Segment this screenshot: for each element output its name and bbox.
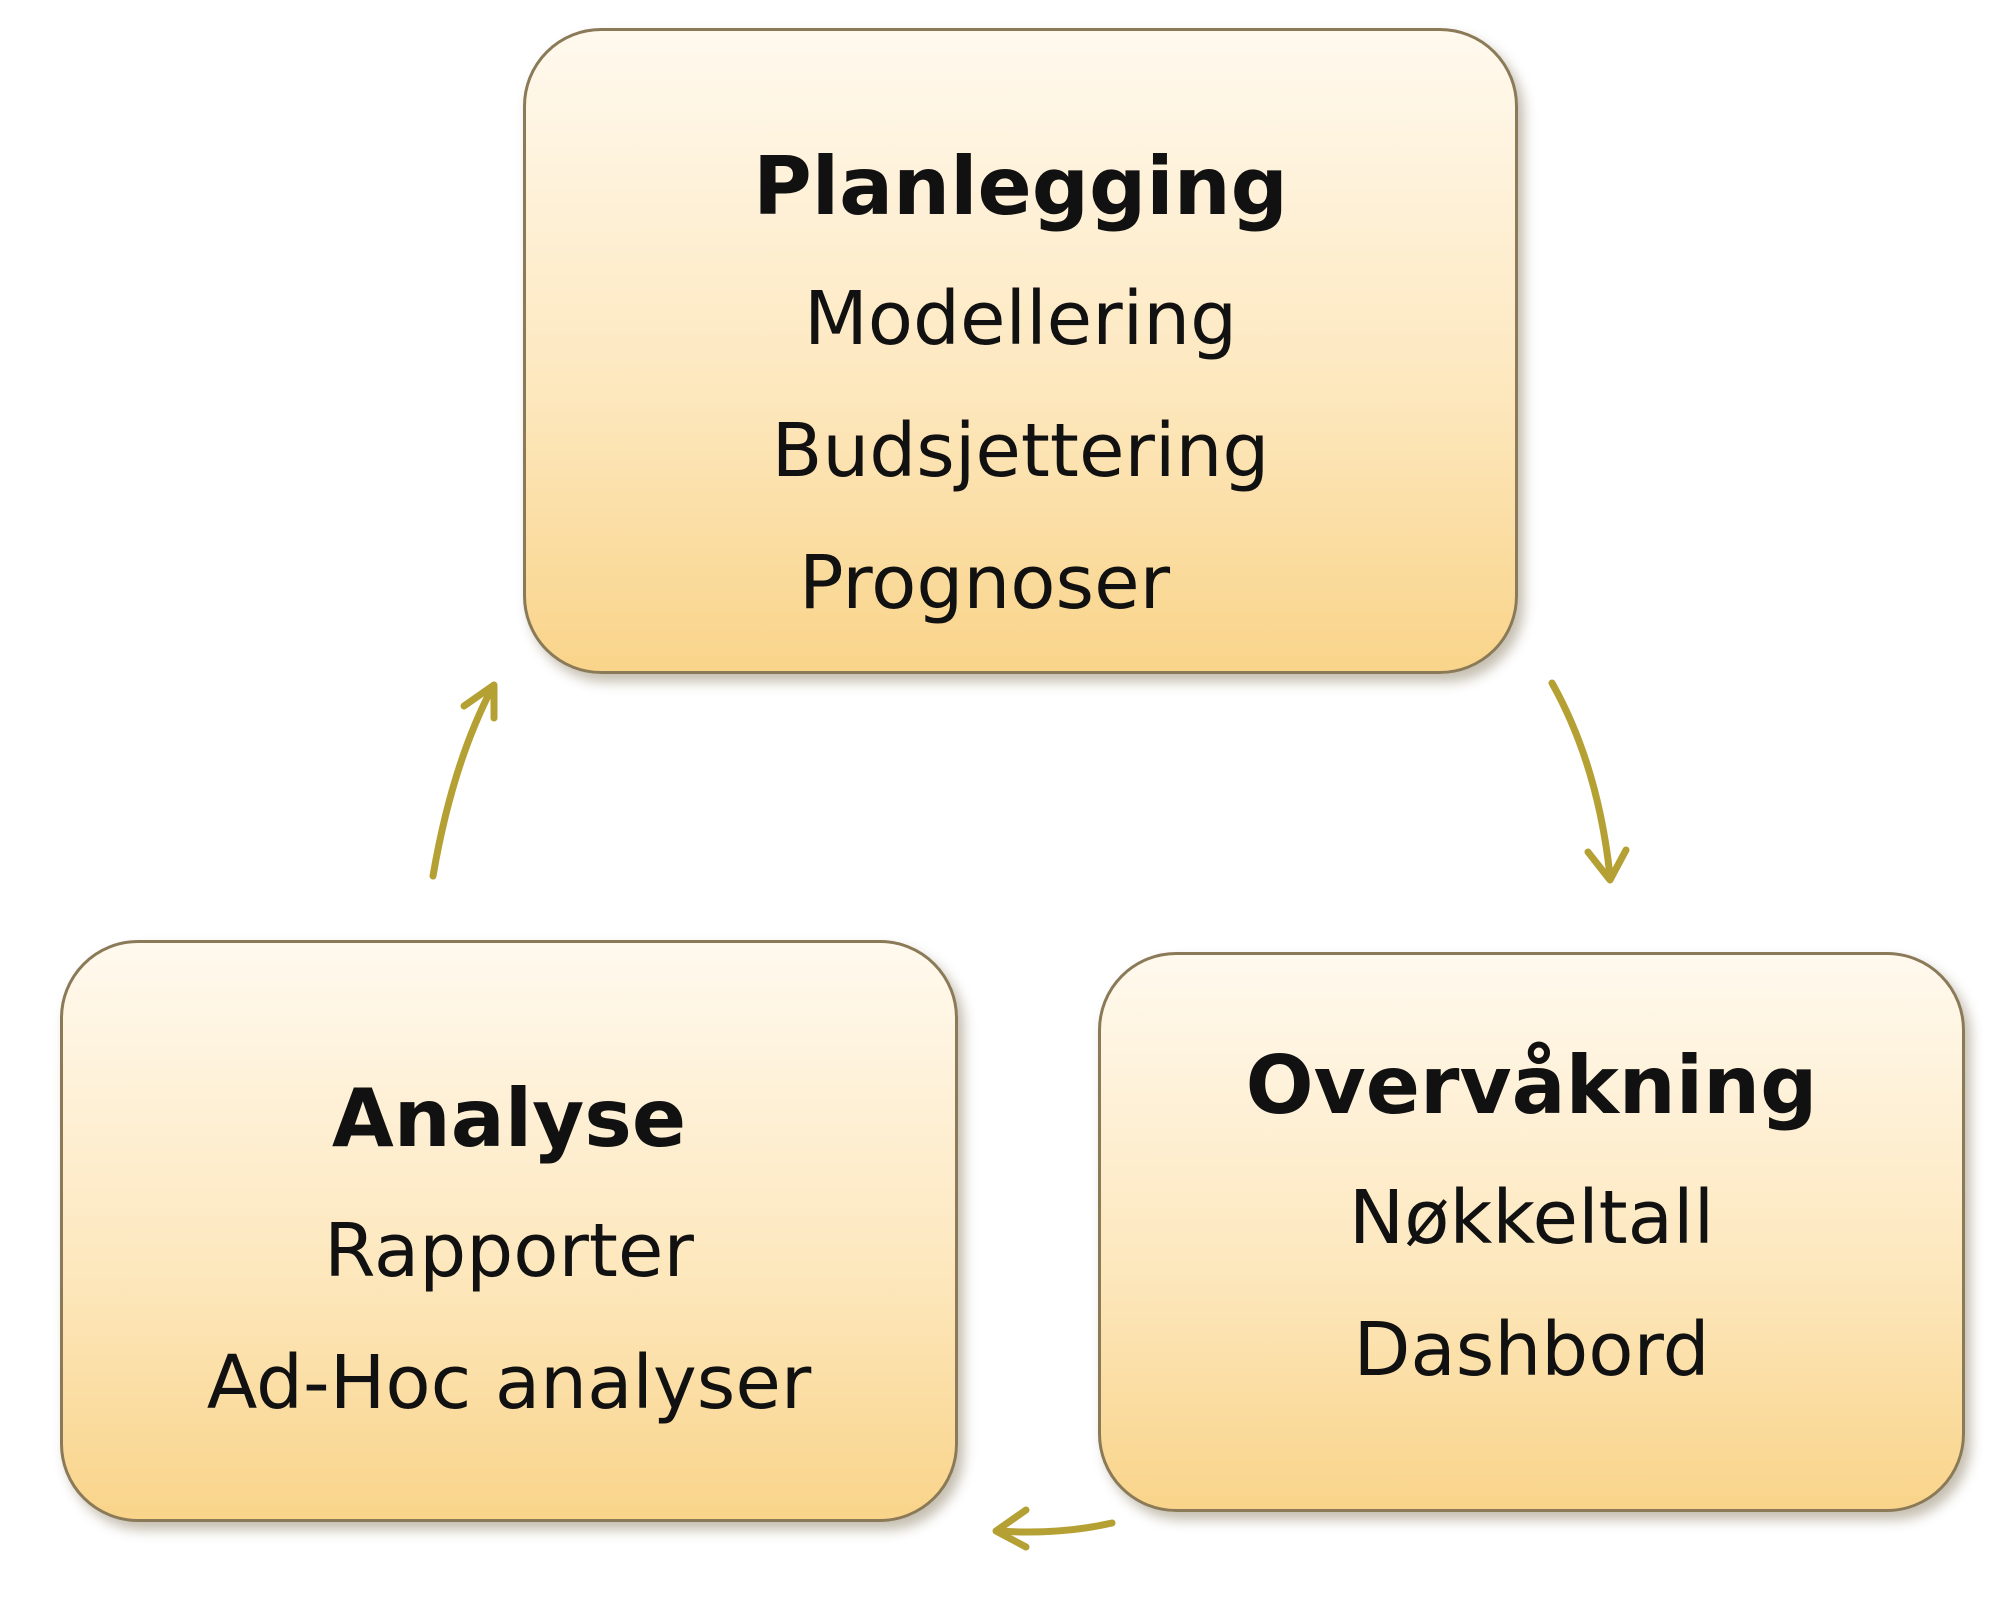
analysis-title: Analyse xyxy=(331,1072,687,1165)
arrow-monitoring-to-analysis-head xyxy=(992,1506,1030,1551)
monitoring-box: Overvåkning Nøkkeltall Dashbord xyxy=(1098,952,1965,1512)
analysis-box: Analyse Rapporter Ad-Hoc analyser xyxy=(60,940,958,1522)
arrow-planning-to-monitoring-head xyxy=(1584,846,1630,884)
monitoring-item-dashboard: Dashbord xyxy=(1353,1307,1710,1393)
arrow-monitoring-to-analysis xyxy=(994,1519,1116,1536)
planning-item-budgeting: Budsjettering xyxy=(771,408,1270,494)
analysis-item-adhoc: Ad-Hoc analyser xyxy=(206,1340,812,1426)
planning-item-forecasts: Prognoser xyxy=(798,540,1171,626)
planning-box: Planlegging Modellering Budsjettering Pr… xyxy=(523,28,1518,674)
monitoring-item-kpis: Nøkkeltall xyxy=(1348,1175,1715,1261)
arrow-analysis-to-planning xyxy=(429,684,496,880)
arrow-planning-to-monitoring xyxy=(1548,679,1614,880)
planning-title: Planlegging xyxy=(753,140,1288,233)
planning-item-modelling: Modellering xyxy=(803,276,1238,362)
analysis-item-reports: Rapporter xyxy=(324,1208,694,1294)
arrow-analysis-to-planning-head xyxy=(460,681,498,722)
monitoring-title: Overvåkning xyxy=(1245,1039,1818,1132)
